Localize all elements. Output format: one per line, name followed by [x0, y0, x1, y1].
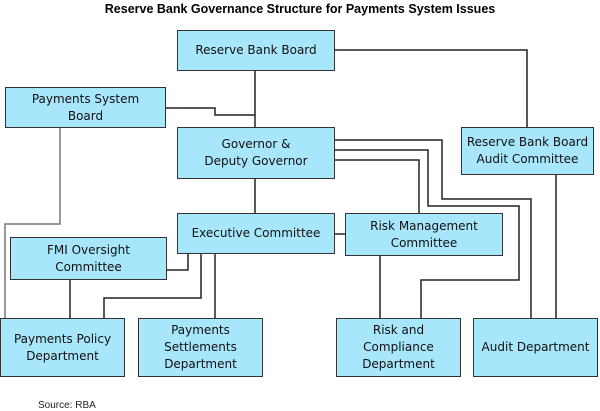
line-rbb-audit	[335, 49, 528, 127]
box-reserve-bank-board: Reserve Bank Board	[177, 30, 335, 71]
box-governor: Governor & Deputy Governor	[177, 127, 335, 179]
box-risk-management: Risk Management Committee	[345, 213, 503, 256]
box-audit-committee: Reserve Bank Board Audit Committee	[461, 127, 594, 175]
line-psb-gov	[166, 107, 255, 116]
line-exec-policy	[103, 254, 202, 318]
box-payments-settlements: Payments Settlements Department	[138, 318, 263, 377]
chart-title: Reserve Bank Governance Structure for Pa…	[104, 2, 496, 16]
box-payments-system-board: Payments System Board	[5, 87, 166, 128]
line-gov-audit-dept	[335, 139, 532, 318]
box-risk-compliance: Risk and Compliance Department	[336, 318, 461, 377]
line-gov-compliance	[335, 149, 520, 318]
box-executive-committee: Executive Committee	[177, 213, 335, 254]
box-fmi-oversight: FMI Oversight Committee	[10, 237, 167, 280]
line-exec-fmi	[167, 254, 189, 271]
box-payments-policy: Payments Policy Department	[0, 318, 125, 377]
box-audit-department: Audit Department	[473, 318, 598, 377]
source-note: Source: RBA	[38, 400, 96, 411]
line-gov-risk	[335, 159, 420, 213]
line-psb-policy	[4, 128, 61, 318]
